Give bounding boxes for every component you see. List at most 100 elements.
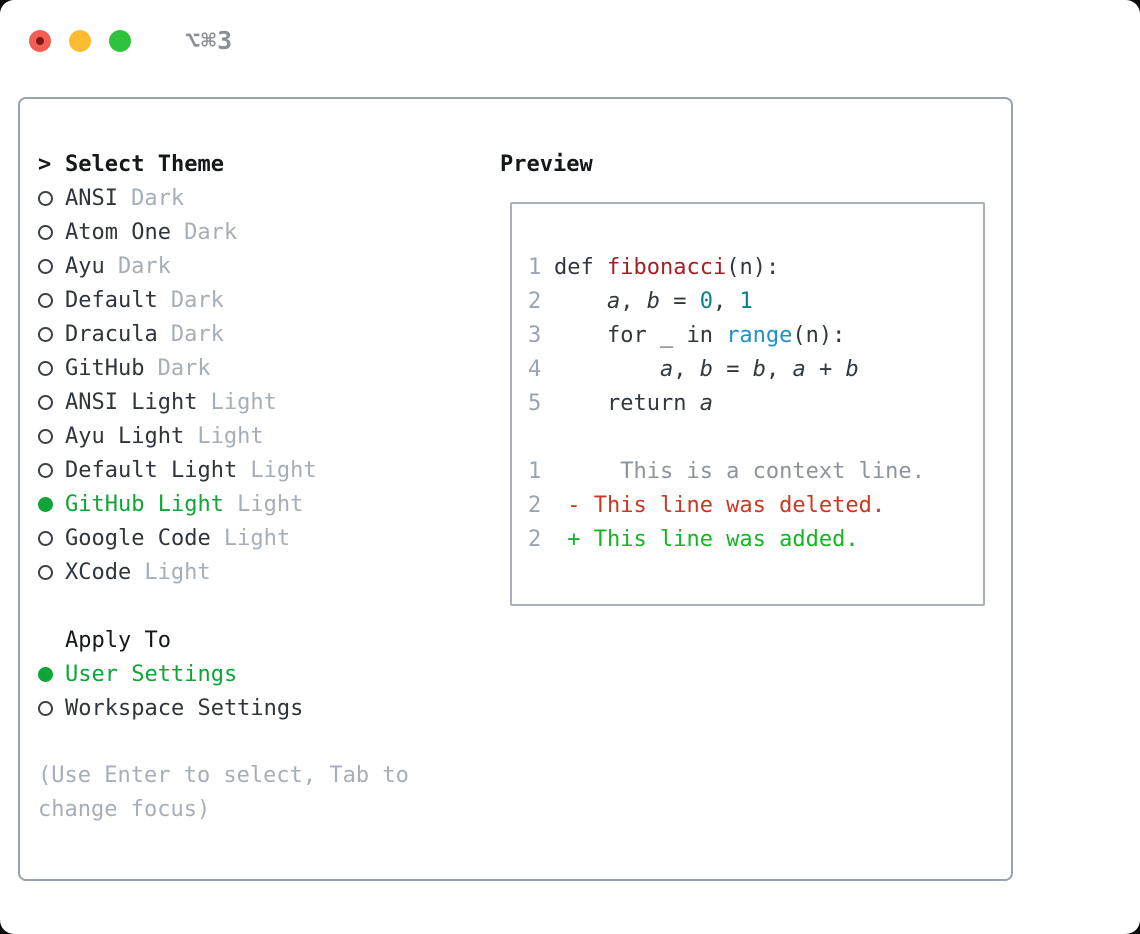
code-token: a (659, 356, 674, 382)
code-line: 3 for _ in range(n): (528, 318, 925, 352)
theme-option[interactable]: GitHub Light Light (38, 487, 483, 521)
apply-to-header-row: Apply To (38, 623, 483, 657)
radio-selected-icon (38, 666, 53, 682)
option-label: GitHub (65, 355, 145, 381)
theme-option[interactable]: ANSI Light Light (38, 385, 483, 419)
theme-option[interactable]: Default Light Light (38, 453, 483, 487)
code-token: b (845, 356, 859, 382)
close-button[interactable] (29, 29, 51, 52)
variant-label: Dark (170, 287, 224, 313)
code-token: 0 (699, 288, 713, 314)
variant-label: Light (144, 559, 211, 585)
radio-unselected-icon (38, 292, 53, 308)
code-token: b (646, 288, 660, 314)
close-inner-dot (36, 36, 44, 45)
code-token: a (606, 288, 621, 314)
option-label: Google Code (65, 525, 211, 551)
variant-label: Dark (117, 253, 171, 279)
code-token: a (792, 356, 806, 382)
variant-label: Light (223, 525, 291, 551)
cursor-prefix: > (38, 151, 52, 177)
code-token: , (620, 288, 647, 314)
code-line: 2 a, b = 0, 1 (528, 284, 925, 318)
line-number: 2 (528, 492, 542, 518)
hint-text: (Use Enter to select, Tab to change focu… (38, 763, 409, 822)
radio-unselected-icon (38, 360, 53, 376)
theme-option[interactable]: Google Code Light (38, 521, 483, 555)
variant-label: Light (210, 389, 277, 415)
option-label: ANSI Light (65, 389, 198, 415)
code-token: a (699, 390, 713, 416)
radio-selected-icon (38, 496, 53, 512)
theme-option[interactable]: Default Dark (38, 283, 483, 317)
option-label: Ayu Light (65, 423, 185, 449)
code-token: fibonacci (606, 254, 727, 280)
code-line: 4 a, b = b, a + b (528, 352, 925, 386)
window-shortcut-label: ⌥⌘3 (185, 26, 234, 55)
code-token: (n): (792, 322, 846, 348)
radio-unselected-icon (38, 530, 53, 546)
line-number: 4 (528, 356, 542, 382)
line-number: 2 (528, 288, 542, 314)
theme-option[interactable]: Ayu Light Light (38, 419, 483, 453)
option-label: Dracula (65, 321, 158, 347)
code-token (554, 357, 660, 382)
code-token: This is a context line. (554, 458, 925, 484)
code-token: for _ in (554, 322, 727, 348)
apply-to-title: Apply To (65, 627, 171, 653)
apply-option[interactable]: User Settings (38, 657, 483, 691)
code-token: = (659, 288, 700, 314)
code-token: b (699, 356, 713, 382)
minimize-button[interactable] (69, 29, 91, 52)
zoom-button[interactable] (109, 29, 131, 52)
variant-label: Dark (157, 355, 211, 381)
variant-label: Light (237, 491, 304, 517)
code-line: 2 - This line was deleted. (528, 488, 925, 522)
radio-unselected-icon (38, 224, 53, 240)
code-token: , (765, 356, 793, 382)
code-token: return (554, 390, 700, 416)
code-line: 1 This is a context line. (528, 454, 925, 488)
code-token: 1 (739, 288, 753, 314)
apply-option[interactable]: Workspace Settings (38, 691, 483, 725)
titlebar: ⌥⌘3 (29, 26, 233, 55)
radio-unselected-icon (38, 428, 53, 444)
code-token: - This line was deleted. (554, 492, 886, 518)
code-token: b (752, 356, 766, 382)
code-token: + This line was added. (554, 526, 859, 552)
variant-label: Light (250, 457, 317, 483)
select-theme-header: > Select Theme (38, 147, 483, 181)
line-number: 1 (528, 458, 542, 484)
code-line: 5 return a (528, 386, 925, 420)
line-number: 3 (528, 322, 542, 348)
option-label: User Settings (65, 661, 238, 687)
radio-unselected-icon (38, 564, 53, 580)
radio-unselected-icon (38, 394, 53, 410)
radio-unselected-icon (38, 462, 53, 478)
option-label: Default Light (65, 457, 238, 483)
line-number: 2 (528, 526, 542, 552)
option-label: Workspace Settings (65, 695, 304, 721)
code-token: , (712, 288, 740, 314)
code-line: 2 + This line was added. (528, 522, 925, 556)
radio-unselected-icon (38, 190, 53, 206)
theme-option[interactable]: GitHub Dark (38, 351, 483, 385)
code-token: range (726, 322, 793, 348)
option-label: GitHub Light (65, 491, 224, 517)
variant-label: Dark (131, 185, 185, 211)
code-line (528, 420, 925, 454)
variant-label: Light (197, 423, 264, 449)
option-label: Default (65, 287, 158, 313)
